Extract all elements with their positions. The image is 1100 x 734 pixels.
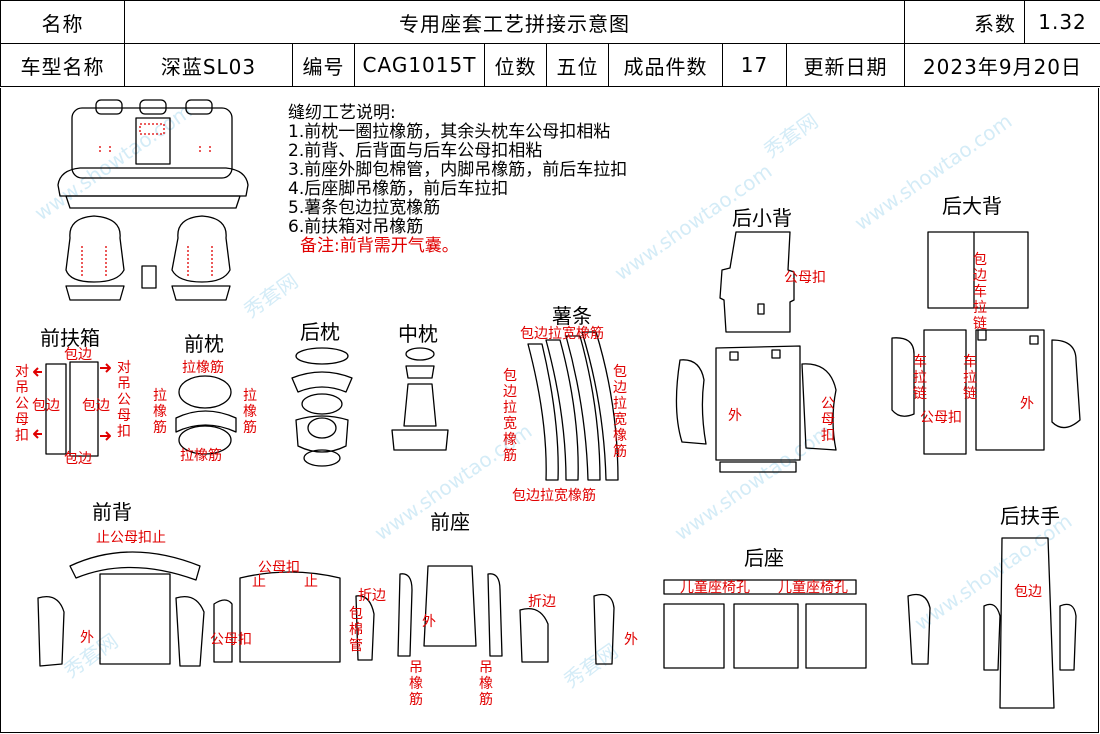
label-zhi: 止 (304, 574, 318, 590)
front-armrest-drawing (45, 361, 99, 457)
section-title-front-seat: 前座 (430, 510, 470, 534)
section-title-front-armrest: 前扶箱 (40, 326, 100, 350)
seats-label: 位数 (484, 43, 547, 87)
label-diao-xiangjin: 吊橡筋 (479, 660, 493, 708)
sewing-notes: 缝纫工艺说明: 1.前枕一圈拉橡筋，其余头枕车公母扣相粘 2.前背、后背面与后车… (288, 104, 627, 256)
label-zhebian: 折边 (358, 588, 386, 604)
front-back-drawing (37, 551, 341, 667)
section-title-rear-armrest: 后扶手 (1000, 504, 1060, 528)
label-che-lalian: 车拉链 (963, 354, 977, 402)
label-diao-xiangjin: 吊橡筋 (409, 660, 423, 708)
note-item: 4.后座脚吊橡筋，前后车拉扣 (288, 179, 509, 199)
doc-title: 专用座套工艺拼接示意图 (124, 0, 905, 44)
rear-small-back-drawing (675, 231, 837, 473)
header-table: 名称 专用座套工艺拼接示意图 系数 1.32 车型名称 深蓝SL03 编号 CA… (0, 0, 1100, 87)
label-baobian-la-kuan-xiangjin: 包边拉宽橡筋 (512, 488, 596, 504)
name-label: 名称 (0, 0, 125, 44)
pieces-value: 17 (722, 43, 787, 87)
label-wai: 外 (1020, 396, 1034, 412)
section-title-front-pillow: 前枕 (184, 332, 224, 356)
mid-pillow-drawing (391, 347, 449, 451)
front-seat-drawing (355, 565, 549, 663)
label-wai: 外 (728, 408, 742, 424)
note-item: 1.前枕一圈拉橡筋，其余头枕车公母扣相粘 (288, 122, 611, 142)
label-baobian-la-kuan-xiangjin: 包边拉宽橡筋 (613, 364, 627, 460)
label-la-xiangjin: 拉橡筋 (153, 388, 167, 436)
label-gongmukou: 公母扣 (210, 632, 252, 648)
drawing-frame (0, 88, 1099, 733)
label-baobian: 包边 (82, 398, 110, 414)
section-title-rear-big-back: 后大背 (942, 194, 1002, 218)
note-item: 3.前座外脚包棉管，内脚吊橡筋，前后车拉扣 (288, 160, 628, 180)
section-title-rear-small-back: 后小背 (732, 206, 792, 230)
section-title-front-back: 前背 (92, 500, 132, 524)
code-label: 编号 (292, 43, 355, 87)
fries-drawing (527, 331, 619, 481)
model-value: 深蓝SL03 (124, 43, 293, 87)
label-dui-diao-gongmukou: 对吊公母扣 (15, 364, 29, 444)
pieces-label: 成品件数 (608, 43, 723, 87)
label-zhi-gongmukou-zhi: 止公母扣止 (96, 530, 166, 546)
label-wai: 外 (80, 630, 94, 646)
label-zhi: 止 (252, 574, 266, 590)
rear-armrest-drawing (983, 537, 1077, 709)
label-baobian: 包边 (1014, 584, 1042, 600)
rear-seat-drawing (593, 579, 931, 669)
seat-overview-drawing (57, 99, 249, 301)
label-baobian: 包边 (32, 398, 60, 414)
label-bao-mianguan: 包棉管 (349, 606, 363, 654)
label-che-lalian: 车拉链 (913, 354, 927, 402)
rear-big-back-drawing (891, 231, 1081, 455)
label-baobian: 包边 (973, 252, 987, 284)
notes-remark: 备注:前背需开气囊。 (300, 236, 459, 256)
label-wai: 外 (624, 632, 638, 648)
label-gongmukou: 公母扣 (920, 410, 962, 426)
note-item: 6.前扶箱对吊橡筋 (288, 217, 424, 237)
seats-value: 五位 (546, 43, 609, 87)
label-wai: 外 (422, 614, 436, 630)
label-baobian: 包边 (64, 347, 92, 363)
label-la-xiangjin: 拉橡筋 (243, 388, 257, 436)
label-dui-diao-gongmukou: 对吊公母扣 (117, 360, 131, 440)
section-title-rear-pillow: 后枕 (300, 320, 340, 344)
front-pillow-drawing (175, 375, 237, 455)
date-label: 更新日期 (786, 43, 905, 87)
label-gongmukou: 公母扣 (258, 560, 300, 576)
label-che-lalian: 车拉链 (973, 284, 987, 332)
rear-pillow-drawing (291, 347, 353, 467)
label-baobian-che-lalian: 包边车拉链 (972, 252, 988, 332)
label-zhebian: 折边 (528, 594, 556, 610)
label-la-xiangjin: 拉橡筋 (180, 448, 222, 464)
note-item: 2.前背、后背面与后车公母扣相粘 (288, 141, 543, 161)
label-ertong-zuoyi-kong: 儿童座椅孔 (680, 580, 750, 596)
notes-heading: 缝纫工艺说明: (288, 103, 396, 123)
label-la-xiangjin: 拉橡筋 (182, 360, 224, 376)
code-value: CAG1015T (354, 43, 485, 87)
label-ertong-zuoyi-kong: 儿童座椅孔 (778, 580, 848, 596)
date-value: 2023年9月20日 (904, 43, 1100, 87)
section-title-fries: 薯条 (552, 304, 592, 328)
seat-overview-marks (81, 123, 213, 276)
section-title-rear-seat: 后座 (744, 546, 784, 570)
coef-label: 系数 (904, 0, 1025, 44)
model-label: 车型名称 (0, 43, 125, 87)
label-gongmukou: 公母扣 (821, 396, 835, 444)
label-baobian-la-kuan-xiangjin: 包边拉宽橡筋 (503, 368, 517, 464)
label-baobian-la-kuan-xiangjin: 包边拉宽橡筋 (520, 326, 604, 342)
note-item: 5.薯条包边拉宽橡筋 (288, 198, 441, 218)
section-title-mid-pillow: 中枕 (398, 322, 438, 346)
label-gongmukou: 公母扣 (784, 270, 826, 286)
label-baobian: 包边 (64, 451, 92, 467)
front-armrest-arrows (33, 363, 111, 441)
